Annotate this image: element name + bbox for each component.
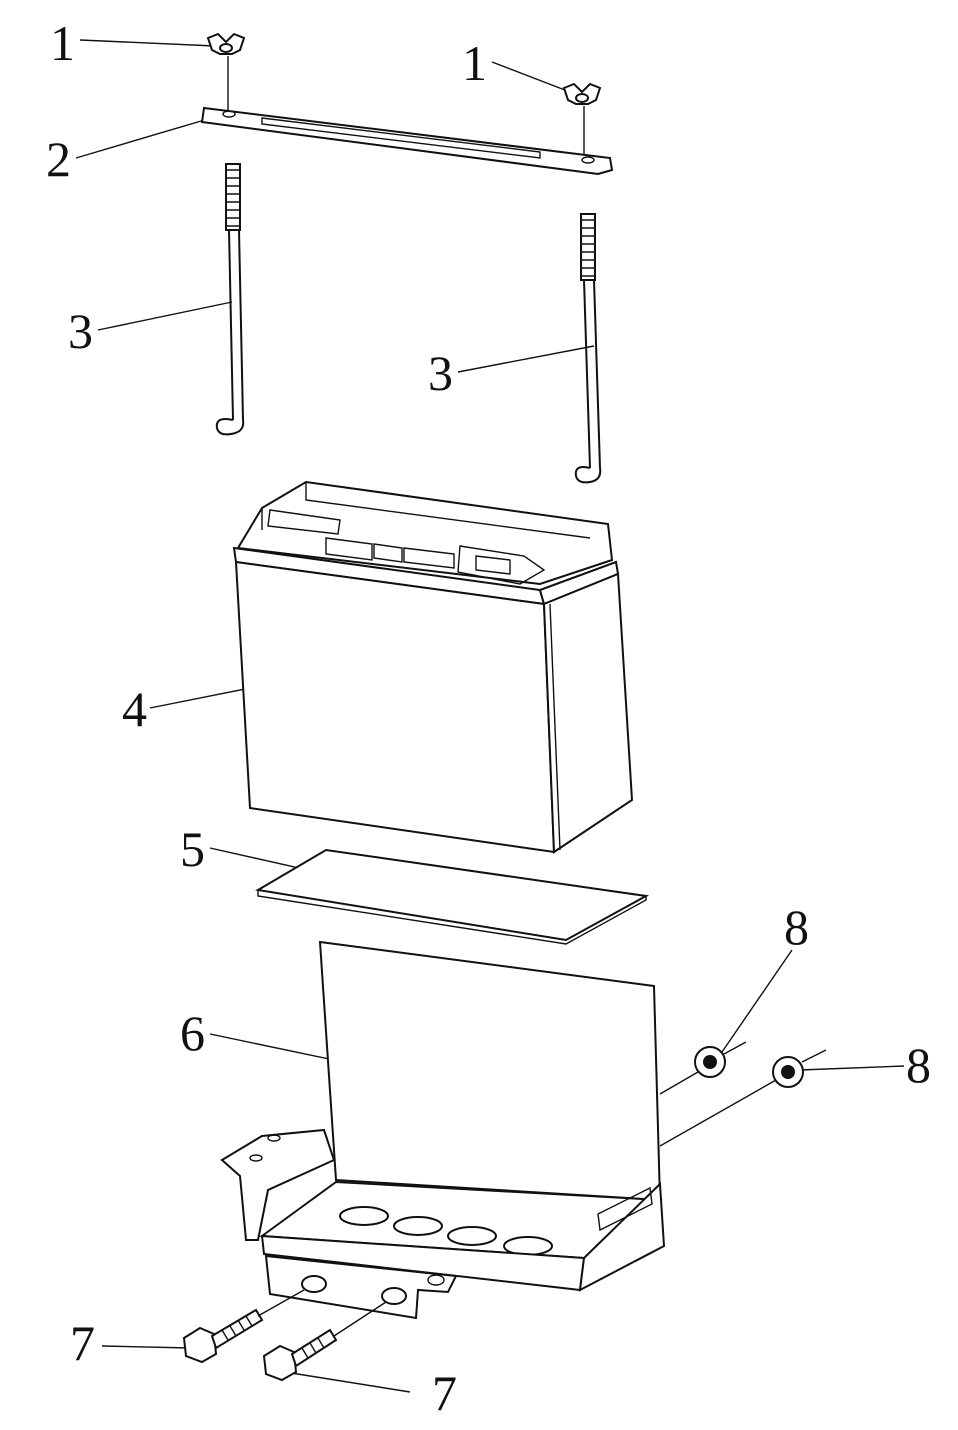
leader-lines	[75, 39, 905, 1393]
callout-wing-nut-right: 1	[462, 35, 487, 91]
callout-bolt-left: 7	[70, 1315, 95, 1371]
callout-rod-right: 3	[428, 345, 453, 401]
callout-battery: 4	[122, 681, 147, 737]
callout-bolt-right: 7	[432, 1365, 457, 1421]
bolt-left	[182, 1289, 305, 1364]
wing-nut-left	[206, 32, 246, 110]
battery	[232, 480, 634, 854]
battery-pad	[255, 848, 650, 945]
wing-nut-right	[562, 82, 602, 155]
callout-hold-down-plate: 2	[46, 131, 71, 187]
bolt-right	[262, 1301, 387, 1382]
hold-down-plate	[200, 106, 614, 176]
callout-wing-nut-left: 1	[50, 15, 75, 71]
callout-pad: 5	[180, 821, 205, 877]
callout-rod-left: 3	[68, 303, 93, 359]
nut-left	[659, 1041, 747, 1095]
callout-nut-right: 8	[906, 1037, 931, 1093]
rod-right	[574, 213, 602, 484]
nut-right	[659, 1049, 827, 1147]
callout-tray: 6	[180, 1005, 205, 1061]
callout-nut-left: 8	[784, 899, 809, 955]
battery-tray	[220, 940, 666, 1320]
rod-left	[215, 163, 245, 436]
